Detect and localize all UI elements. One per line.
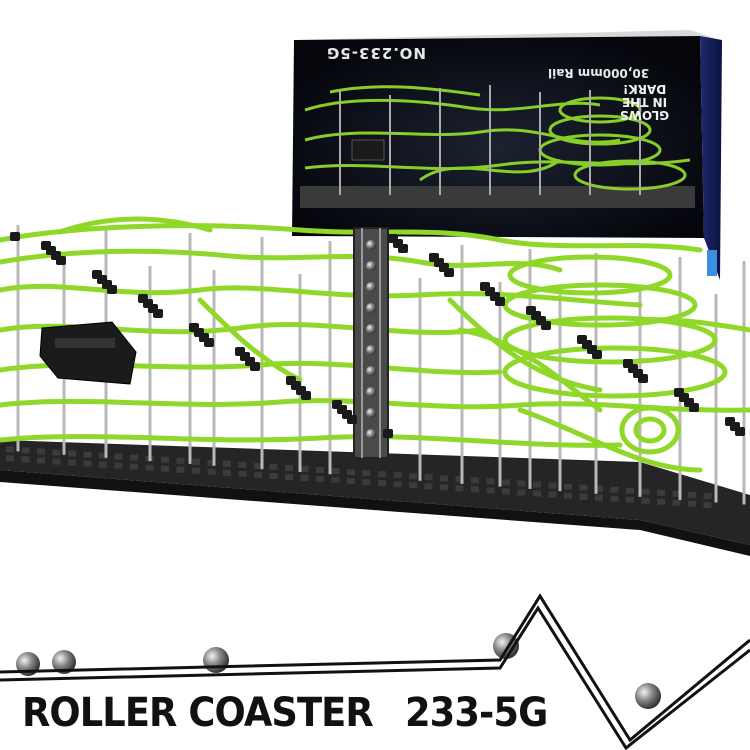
caption-title: ROLLER COASTER xyxy=(22,690,374,736)
base-plate xyxy=(0,440,750,556)
lift-tower xyxy=(353,227,389,459)
box-rail-label: 30,000mm Rail xyxy=(548,66,650,80)
box-poles xyxy=(339,85,641,195)
box-glow-label: GLOWS IN THE DARK! xyxy=(620,82,670,122)
box-side-stripe xyxy=(707,250,717,276)
glow-tracks xyxy=(0,216,750,473)
box-side xyxy=(700,36,722,280)
rail-line-decor xyxy=(0,593,750,750)
motor-unit xyxy=(39,321,137,385)
box-base-plate xyxy=(300,186,695,208)
product-box xyxy=(292,30,722,280)
box-model-label: NO.233-5G xyxy=(326,44,426,62)
track-clips xyxy=(10,232,745,438)
box-motor xyxy=(351,139,385,161)
caption-model: 233-5G xyxy=(405,690,548,736)
box-track-art xyxy=(304,85,691,191)
caption: ROLLER COASTER 233-5G xyxy=(22,690,742,750)
